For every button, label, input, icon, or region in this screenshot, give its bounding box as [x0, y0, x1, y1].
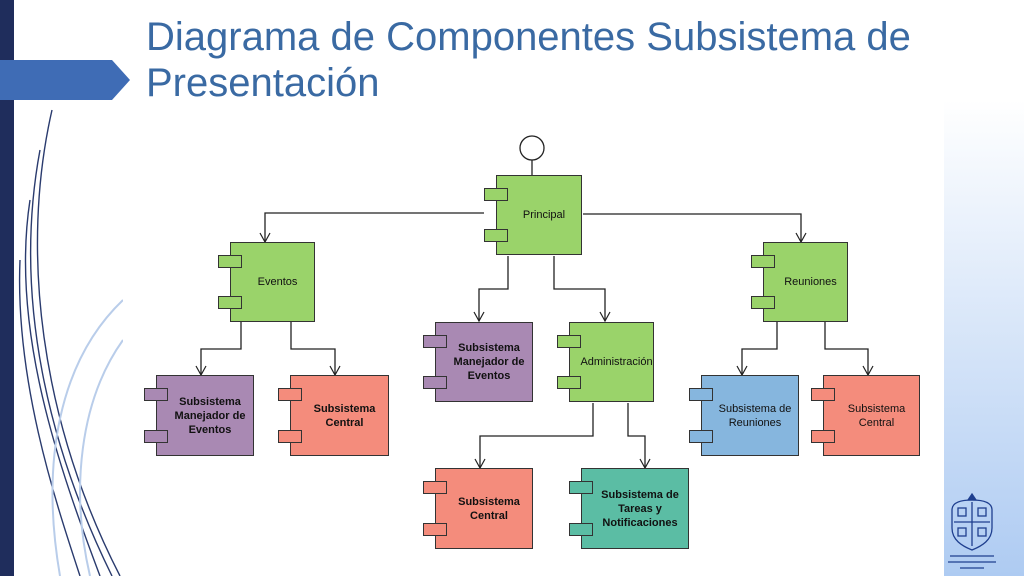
- connector-layer: [195, 135, 874, 470]
- component-label: Subsistema Central: [458, 495, 520, 522]
- connector-administracion-subtareas: [627, 403, 651, 470]
- component-port-icon: [278, 388, 302, 401]
- decorative-curves: [18, 109, 121, 576]
- connector-principal-reuniones: [583, 213, 807, 244]
- connector-reuniones-subcentral: [824, 322, 874, 377]
- decorative-light-curves: [51, 299, 124, 576]
- component-label: Principal: [522, 209, 566, 221]
- component-port-icon: [751, 296, 775, 309]
- component-principal[interactable]: Principal: [484, 175, 582, 255]
- connector-eventos-submanejador: [195, 322, 242, 377]
- actor-circle: [519, 135, 545, 161]
- component-port-icon: [569, 481, 593, 494]
- component-port-icon: [689, 430, 713, 443]
- component-port-icon: [484, 188, 508, 201]
- component-port-icon: [144, 388, 168, 401]
- component-label: Subsistema Manejador de Eventos: [174, 395, 246, 436]
- component-label: Subsistema Manejador de Eventos: [453, 342, 525, 382]
- component-port-icon: [557, 335, 581, 348]
- component-port-icon: [144, 430, 168, 443]
- component-port-icon: [218, 296, 242, 309]
- component-label: Subsistema de Reuniones: [718, 402, 792, 429]
- component-port-icon: [557, 376, 581, 389]
- component-subsistema-tareas-notificaciones[interactable]: Subsistema de Tareas y Notificaciones: [569, 468, 689, 549]
- component-port-icon: [278, 430, 302, 443]
- component-port-icon: [689, 388, 713, 401]
- university-crest-icon: [948, 492, 996, 569]
- slide-title: Diagrama de Componentes Subsistema de Pr…: [146, 15, 911, 105]
- component-subsistema-manejador-eventos-left[interactable]: Subsistema Manejador de Eventos: [144, 375, 254, 456]
- component-port-icon: [811, 388, 835, 401]
- component-subsistema-reuniones[interactable]: Subsistema de Reuniones: [689, 375, 799, 456]
- component-label: Administración: [580, 356, 653, 368]
- connector-principal-administracion: [553, 256, 611, 323]
- component-label: Eventos: [257, 276, 298, 288]
- component-diagram: Principal Eventos Reuniones Subsistema M…: [123, 109, 944, 576]
- component-port-icon: [218, 255, 242, 268]
- connector-principal-submanejador: [473, 256, 509, 323]
- component-eventos[interactable]: Eventos: [218, 242, 315, 322]
- connector-principal-eventos: [259, 212, 484, 244]
- component-label: Subsistema de Tareas y Notificaciones: [601, 488, 679, 529]
- component-reuniones[interactable]: Reuniones: [751, 242, 848, 322]
- component-port-icon: [811, 430, 835, 443]
- component-label: Reuniones: [784, 276, 837, 288]
- component-port-icon: [423, 376, 447, 389]
- component-port-icon: [423, 523, 447, 536]
- left-dark-bar: [0, 0, 14, 576]
- component-subsistema-central-left[interactable]: Subsistema Central: [278, 375, 389, 456]
- component-administracion[interactable]: Administración: [557, 322, 654, 402]
- connector-administracion-subcentral: [474, 403, 594, 470]
- component-port-icon: [423, 481, 447, 494]
- component-port-icon: [751, 255, 775, 268]
- component-port-icon: [484, 229, 508, 242]
- component-subsistema-central-bottom[interactable]: Subsistema Central: [423, 468, 533, 549]
- component-label: Subsistema Central: [847, 402, 906, 429]
- right-gradient-panel: [944, 100, 1024, 576]
- component-subsistema-manejador-eventos[interactable]: Subsistema Manejador de Eventos: [423, 322, 533, 402]
- component-port-icon: [423, 335, 447, 348]
- connector-reuniones-subreuniones: [736, 322, 778, 377]
- component-subsistema-central-right[interactable]: Subsistema Central: [811, 375, 920, 456]
- title-arrow-accent: [0, 60, 130, 100]
- component-label: Subsistema Central: [313, 402, 376, 429]
- connector-eventos-subcentral: [290, 322, 341, 377]
- component-port-icon: [569, 523, 593, 536]
